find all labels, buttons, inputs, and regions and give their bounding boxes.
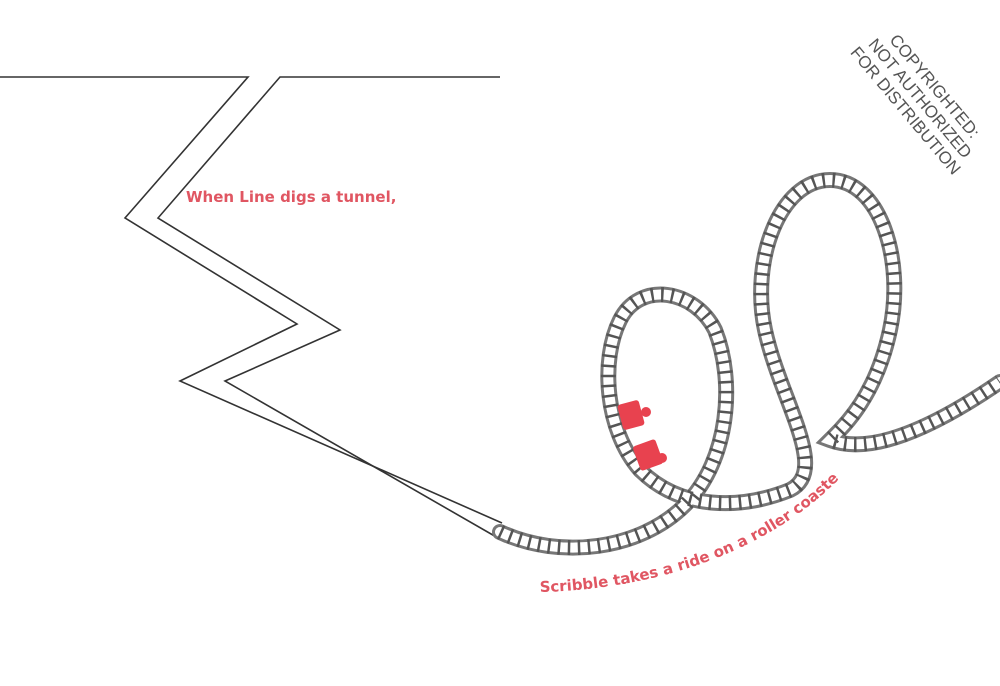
coaster-car-front — [617, 400, 651, 430]
coaster-car-rear — [633, 439, 667, 471]
tunnel-outer-line — [0, 76, 503, 524]
roller-coaster-track — [492, 171, 1000, 556]
tunnel-inner-line — [156, 76, 506, 543]
tunnel-caption: When Line digs a tunnel, — [186, 188, 397, 206]
